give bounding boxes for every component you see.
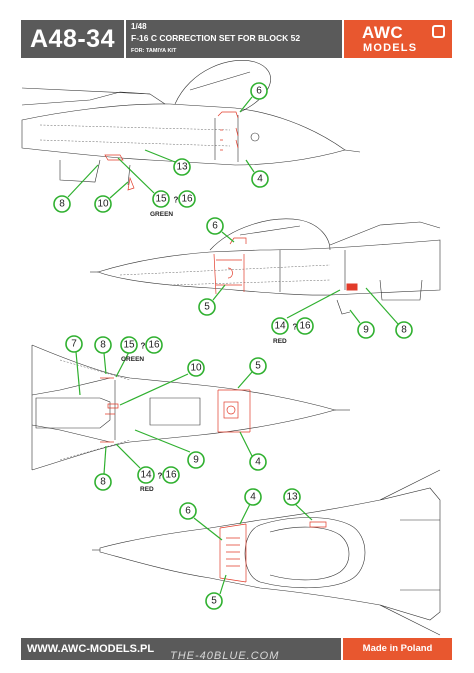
view1-callouts: 6 13 4 8 10 15 ? 16 — [53, 82, 269, 213]
callout-14-v3: 14 — [140, 470, 152, 481]
callout-8-v1: 8 — [59, 199, 65, 210]
watermark-text: THE-40BLUE.COM — [170, 650, 280, 662]
callout-8a-v3: 8 — [100, 340, 106, 351]
view4-top — [92, 469, 441, 636]
view3-callouts: 7 8 15 ? 16 10 5 9 4 8 14 ? 16 — [65, 335, 267, 491]
view4-callouts: 4 13 6 5 — [179, 488, 313, 610]
callout-4-v3: 4 — [255, 457, 261, 468]
view2-callouts: 6 5 14 ? 16 9 8 — [198, 217, 413, 339]
website-url: WWW.AWC-MODELS.PL — [21, 638, 341, 660]
callout-10-v3: 10 — [190, 363, 202, 374]
view1-side-left — [21, 60, 361, 191]
kit-label: FOR: TAMIYA KIT — [131, 48, 177, 54]
callout-16b-v3: 16 — [165, 470, 177, 481]
red-label-v2: RED — [273, 338, 287, 345]
callout-10-v1: 10 — [97, 199, 109, 210]
callout-16a-v3: 16 — [148, 340, 160, 351]
callout-9-v3: 9 — [193, 455, 199, 466]
separator-v3b: ? — [158, 472, 163, 481]
view2-side-right — [90, 218, 441, 315]
green-label-v1: GREEN — [150, 211, 173, 218]
callout-5-v3: 5 — [255, 361, 261, 372]
red-label-v3: RED — [140, 486, 154, 493]
callout-13-v4: 13 — [286, 492, 298, 503]
callout-16-v1: 16 — [181, 194, 193, 205]
callout-13-v1: 13 — [176, 162, 188, 173]
title-block: 1/48 F-16 C CORRECTION SET FOR BLOCK 52 … — [126, 20, 342, 58]
callout-15-v3: 15 — [123, 340, 135, 351]
callout-6-v4: 6 — [185, 506, 191, 517]
green-label-v3: GREEN — [121, 356, 144, 363]
separator-v3a: ? — [141, 342, 146, 351]
callout-14-v2: 14 — [274, 321, 286, 332]
made-in-label: Made in Poland — [343, 638, 452, 660]
callout-16-v2: 16 — [299, 321, 311, 332]
callout-7-v3: 7 — [71, 339, 77, 350]
callout-8b-v3: 8 — [100, 477, 106, 488]
callout-8-v2: 8 — [401, 325, 407, 336]
callout-6-v1: 6 — [256, 86, 262, 97]
set-code: A48-34 — [21, 20, 124, 58]
scale-label: 1/48 — [131, 22, 147, 31]
callout-9-v2: 9 — [363, 325, 369, 336]
callout-5-v4: 5 — [211, 596, 217, 607]
callout-4-v4: 4 — [250, 492, 256, 503]
set-title: F-16 C CORRECTION SET FOR BLOCK 52 — [131, 33, 301, 43]
logo-text-awc: AWC — [362, 23, 404, 42]
separator-v1: ? — [174, 196, 179, 205]
logo-text-models: MODELS — [363, 42, 418, 54]
separator-v2: ? — [293, 323, 298, 332]
callout-15-v1: 15 — [155, 194, 167, 205]
awc-logo: AWC MODELS — [344, 20, 452, 58]
view3-underside — [31, 344, 350, 471]
callout-5-v2: 5 — [204, 302, 210, 313]
callout-4-v1: 4 — [257, 174, 263, 185]
callout-6-v2: 6 — [212, 221, 218, 232]
logo-square-icon — [432, 25, 445, 38]
